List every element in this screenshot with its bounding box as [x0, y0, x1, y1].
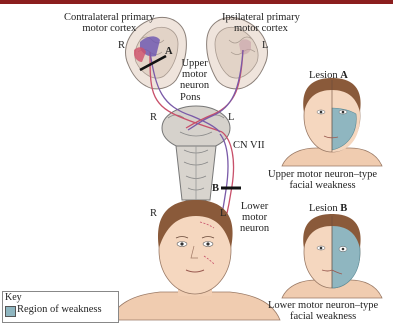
key-item-label: Region of weakness — [17, 304, 102, 315]
weakness-swatch — [5, 306, 16, 317]
lesion-a-face — [282, 78, 382, 166]
lesion-b-marker-label: B — [212, 183, 219, 194]
upper-motor-neuron-label: Upper motor neuron — [180, 58, 209, 91]
pons-side-l-label: L — [228, 112, 234, 123]
lesion-a-caption: Upper motor neuron–type facial weakness — [268, 169, 377, 191]
pons-label: Pons — [180, 92, 200, 103]
cortex-side-l-label: L — [262, 40, 268, 51]
lesion-b-title: Lesion B — [309, 203, 347, 214]
pons-side-r-label: R — [150, 112, 157, 123]
lower-motor-neuron-label: Lower motor neuron — [240, 201, 269, 234]
cn-vii-label: CN VII — [233, 140, 265, 151]
lesion-a-title: Lesion A — [309, 70, 348, 81]
cortex-side-r-label: R — [118, 40, 125, 51]
key-title: Key — [5, 292, 22, 303]
ipsilateral-cortex-label: Ipsilateral primary motor cortex — [222, 12, 300, 34]
face-side-r-label: R — [150, 208, 157, 219]
lesion-b-face — [282, 214, 382, 298]
lesion-b-caption: Lower motor neuron–type facial weakness — [268, 300, 378, 322]
face-side-l-label: L — [220, 208, 226, 219]
lesion-a-marker-label: A — [165, 46, 173, 57]
contralateral-cortex-label: Contralateral primary motor cortex — [64, 12, 155, 34]
